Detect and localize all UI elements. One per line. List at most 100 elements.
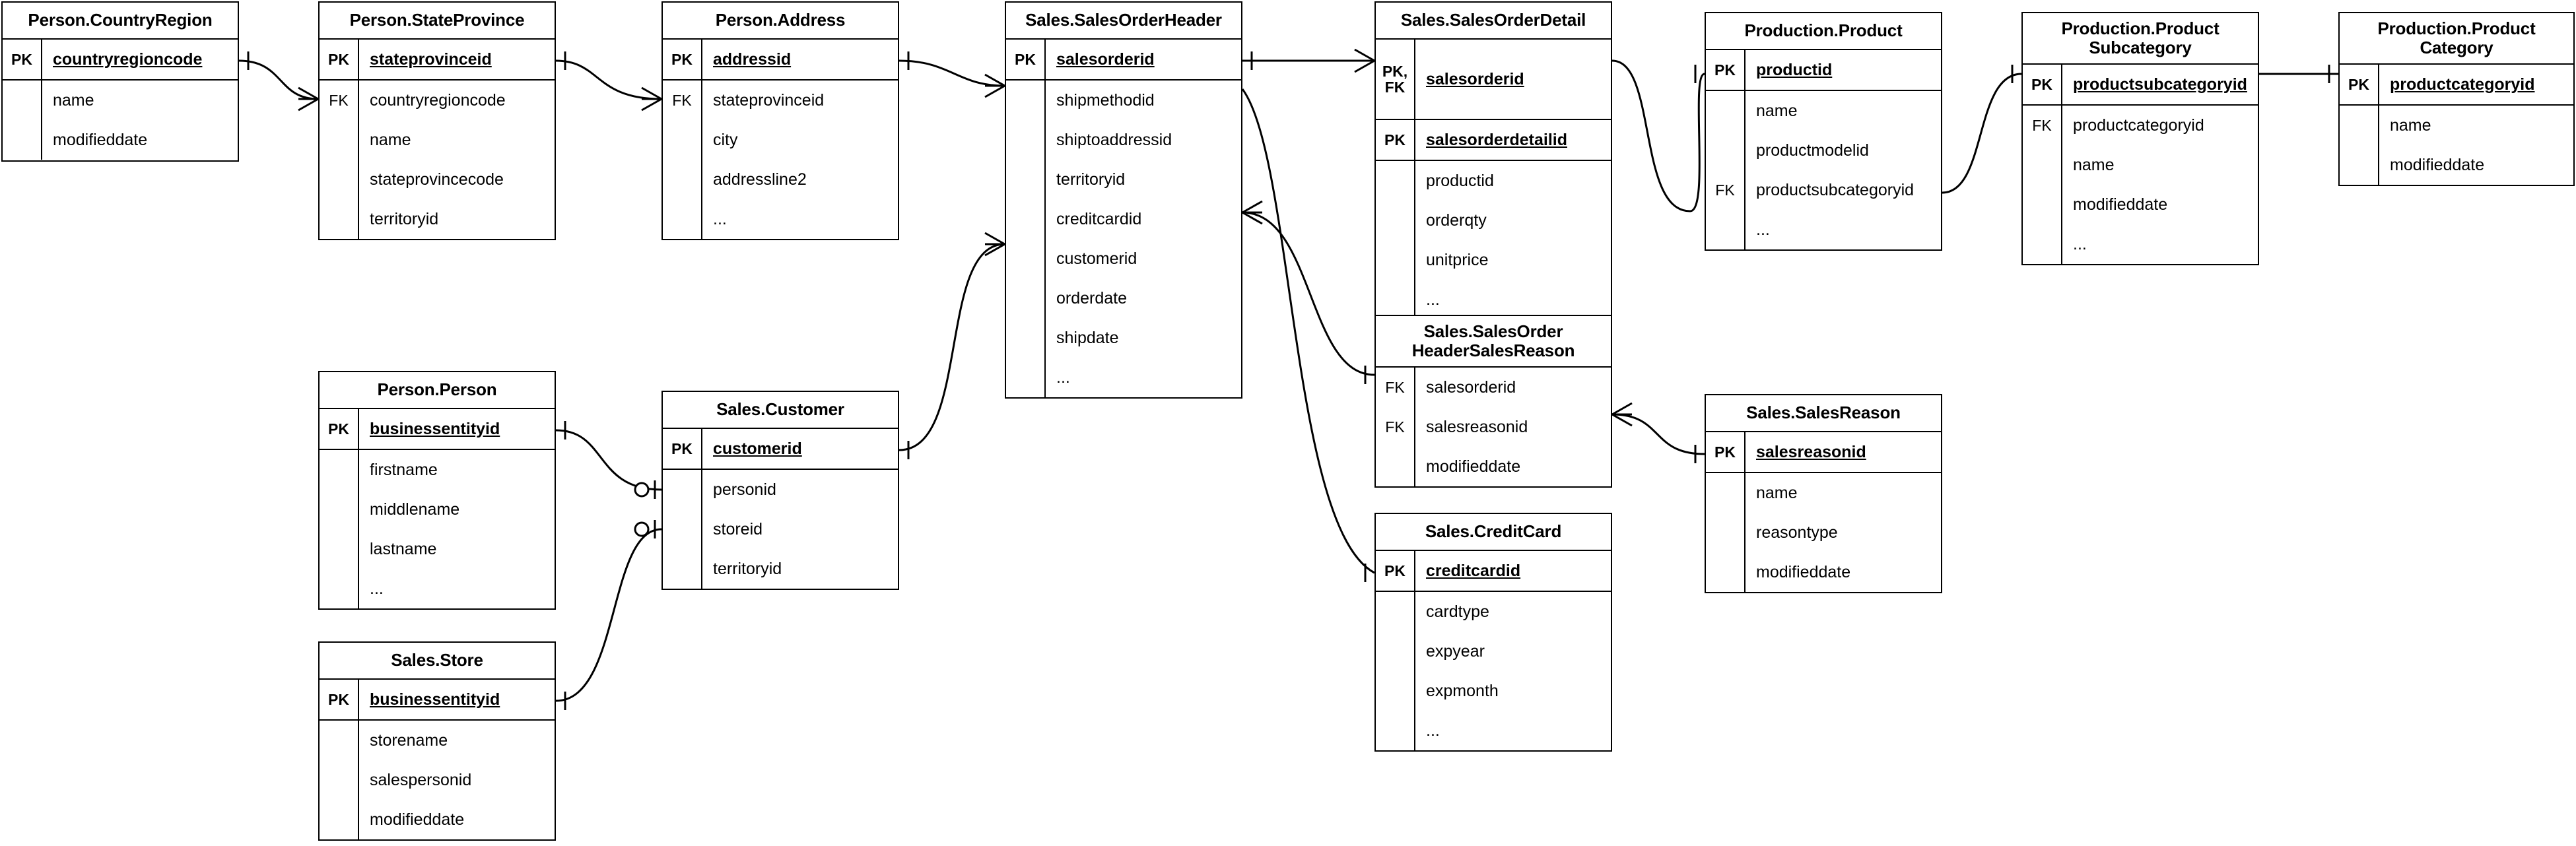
attribute-row[interactable]: orderdate xyxy=(1006,278,1241,319)
attribute-row[interactable]: modifieddate xyxy=(2340,145,2573,185)
attribute-row[interactable]: personid xyxy=(663,470,898,510)
attribute-row[interactable]: shipmethodid xyxy=(1006,81,1241,121)
attribute-key-badge xyxy=(1706,131,1746,171)
attribute-row[interactable]: shiptoaddressid xyxy=(1006,120,1241,160)
attribute-row[interactable]: middlename xyxy=(320,490,555,530)
attribute-row[interactable]: ... xyxy=(320,569,555,609)
attribute-row[interactable]: reasontype xyxy=(1706,513,1941,553)
attribute-name: modifieddate xyxy=(370,810,465,829)
attribute-row[interactable]: modifieddate xyxy=(1706,552,1941,593)
edge-rel-product-productsubcategory xyxy=(1942,65,2022,194)
attribute-row[interactable]: creditcardid xyxy=(1006,199,1241,240)
attribute-row[interactable]: modifieddate xyxy=(1376,447,1611,487)
attribute-row[interactable]: ... xyxy=(1706,210,1941,250)
attribute-name: modifieddate xyxy=(1756,562,1851,581)
attribute-row[interactable]: modifieddate xyxy=(2023,185,2258,225)
entity-title-sales-store: Sales.Store xyxy=(320,643,555,680)
attribute-row[interactable]: name xyxy=(3,81,238,121)
attribute-row[interactable]: modifieddate xyxy=(320,800,555,840)
attribute-row[interactable]: ... xyxy=(1006,358,1241,398)
cardinality-many-crowsfoot xyxy=(1611,402,1633,416)
attribute-row[interactable]: unitprice xyxy=(1376,240,1611,280)
attribute-row[interactable]: name xyxy=(2023,145,2258,185)
attribute-row[interactable]: modifieddate xyxy=(3,120,238,160)
attribute-row[interactable]: lastname xyxy=(320,529,555,569)
attribute-name: territoryid xyxy=(1056,170,1126,189)
attribute-row[interactable]: territoryid xyxy=(1006,160,1241,200)
attribute-row[interactable]: productmodelid xyxy=(1706,131,1941,171)
attribute-row[interactable]: ... xyxy=(2023,224,2258,265)
attribute-row[interactable]: ... xyxy=(663,199,898,240)
attribute-row[interactable]: orderqty xyxy=(1376,201,1611,241)
attribute-row[interactable]: ... xyxy=(1376,280,1611,320)
attribute-name: reasontype xyxy=(1756,523,1838,542)
attribute-row[interactable]: expyear xyxy=(1376,632,1611,672)
attribute-row[interactable]: cardtype xyxy=(1376,592,1611,632)
attribute-row[interactable]: storeid xyxy=(663,509,898,550)
attribute-row[interactable]: name xyxy=(2340,106,2573,146)
attribute-row[interactable]: territoryid xyxy=(320,199,555,240)
attribute-name: stateprovincecode xyxy=(370,170,504,189)
attribute-row[interactable]: expmonth xyxy=(1376,671,1611,711)
attribute-row[interactable]: salespersonid xyxy=(320,760,555,800)
edge-rel-salesorderheader-salesorderheadersalesreason xyxy=(1242,200,1375,384)
attribute-row[interactable]: addressline2 xyxy=(663,160,898,200)
attribute-row[interactable]: city xyxy=(663,120,898,160)
attribute-row[interactable]: name xyxy=(320,120,555,160)
attribute-name: customerid xyxy=(713,439,802,458)
attribute-row[interactable]: name xyxy=(1706,473,1941,513)
attribute-key-badge xyxy=(1006,199,1046,240)
attribute-name: name xyxy=(53,90,94,110)
attribute-row[interactable]: customerid xyxy=(1006,239,1241,279)
attribute-name: cardtype xyxy=(1426,602,1489,621)
attribute-key-badge xyxy=(320,800,359,840)
attribute-row[interactable]: ... xyxy=(1376,711,1611,751)
edge-rel-salesorderdetail-product xyxy=(1611,59,1705,212)
attribute-row[interactable]: name xyxy=(1706,91,1941,131)
attribute-row[interactable]: firstname xyxy=(320,450,555,490)
attribute-row[interactable]: stateprovincecode xyxy=(320,160,555,200)
attribute-row[interactable]: storename xyxy=(320,721,555,761)
attribute-row[interactable]: productid xyxy=(1376,161,1611,201)
attribute-row[interactable]: territoryid xyxy=(663,549,898,589)
attribute-row[interactable]: shipdate xyxy=(1006,318,1241,358)
